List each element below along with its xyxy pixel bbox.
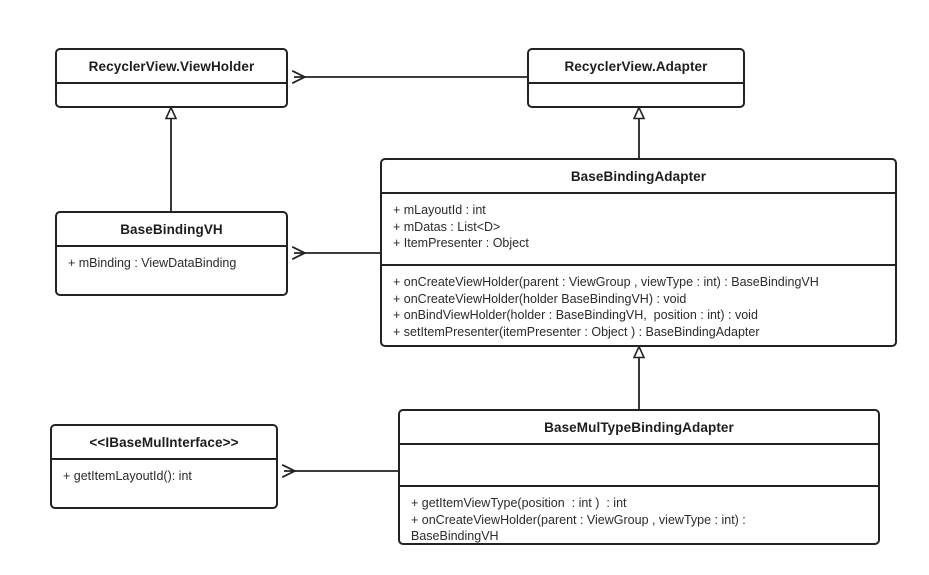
class-box-base-binding-vh[interactable]: BaseBindingVH + mBinding : ViewDataBindi… [55,211,288,296]
class-members-section: + getItemLayoutId(): int [52,460,276,493]
class-box-recyclerview-viewholder[interactable]: RecyclerView.ViewHolder [55,48,288,108]
class-box-base-mul-type-binding-adapter[interactable]: BaseMulTypeBindingAdapter + getItemViewT… [398,409,880,545]
class-attribute: + mDatas : List<D> [393,219,501,234]
class-title: BaseBindingVH [57,213,286,247]
class-title: BaseBindingAdapter [382,160,895,194]
class-method: + onBindViewHolder(holder : BaseBindingV… [393,308,758,322]
class-method: + onCreateViewHolder(parent : ViewGroup … [393,275,819,289]
class-methods-section: + getItemViewType(position : int ) : int… [400,485,878,544]
class-method: + getItemViewType(position : int ) : int [411,496,627,510]
class-title: BaseMulTypeBindingAdapter [400,411,878,445]
class-method: + onCreateViewHolder(parent : ViewGroup … [411,512,746,544]
class-attribute: + ItemPresenter : Object [393,236,529,250]
class-attributes-section [400,445,878,485]
class-method: + onCreateViewHolder(holder BaseBindingV… [393,291,687,306]
class-method: + getItemLayoutId(): int [63,469,192,483]
class-box-ibase-mul-interface[interactable]: <<IBaseMulInterface>> + getItemLayoutId(… [50,424,278,509]
class-method: + setItemPresenter(itemPresenter : Objec… [393,324,760,339]
class-title: RecyclerView.ViewHolder [57,50,286,84]
class-attribute: + mLayoutId : int [393,203,486,217]
class-attribute: + mBinding : ViewDataBinding [68,256,237,270]
class-methods-section: + onCreateViewHolder(parent : ViewGroup … [382,264,895,345]
class-attributes-section: + mLayoutId : int + mDatas : List<D> + I… [382,194,895,264]
class-title: RecyclerView.Adapter [529,50,743,84]
class-title: <<IBaseMulInterface>> [52,426,276,460]
class-box-base-binding-adapter[interactable]: BaseBindingAdapter + mLayoutId : int + m… [380,158,897,347]
class-attributes-section: + mBinding : ViewDataBinding [57,247,286,280]
class-box-recyclerview-adapter[interactable]: RecyclerView.Adapter [527,48,745,108]
